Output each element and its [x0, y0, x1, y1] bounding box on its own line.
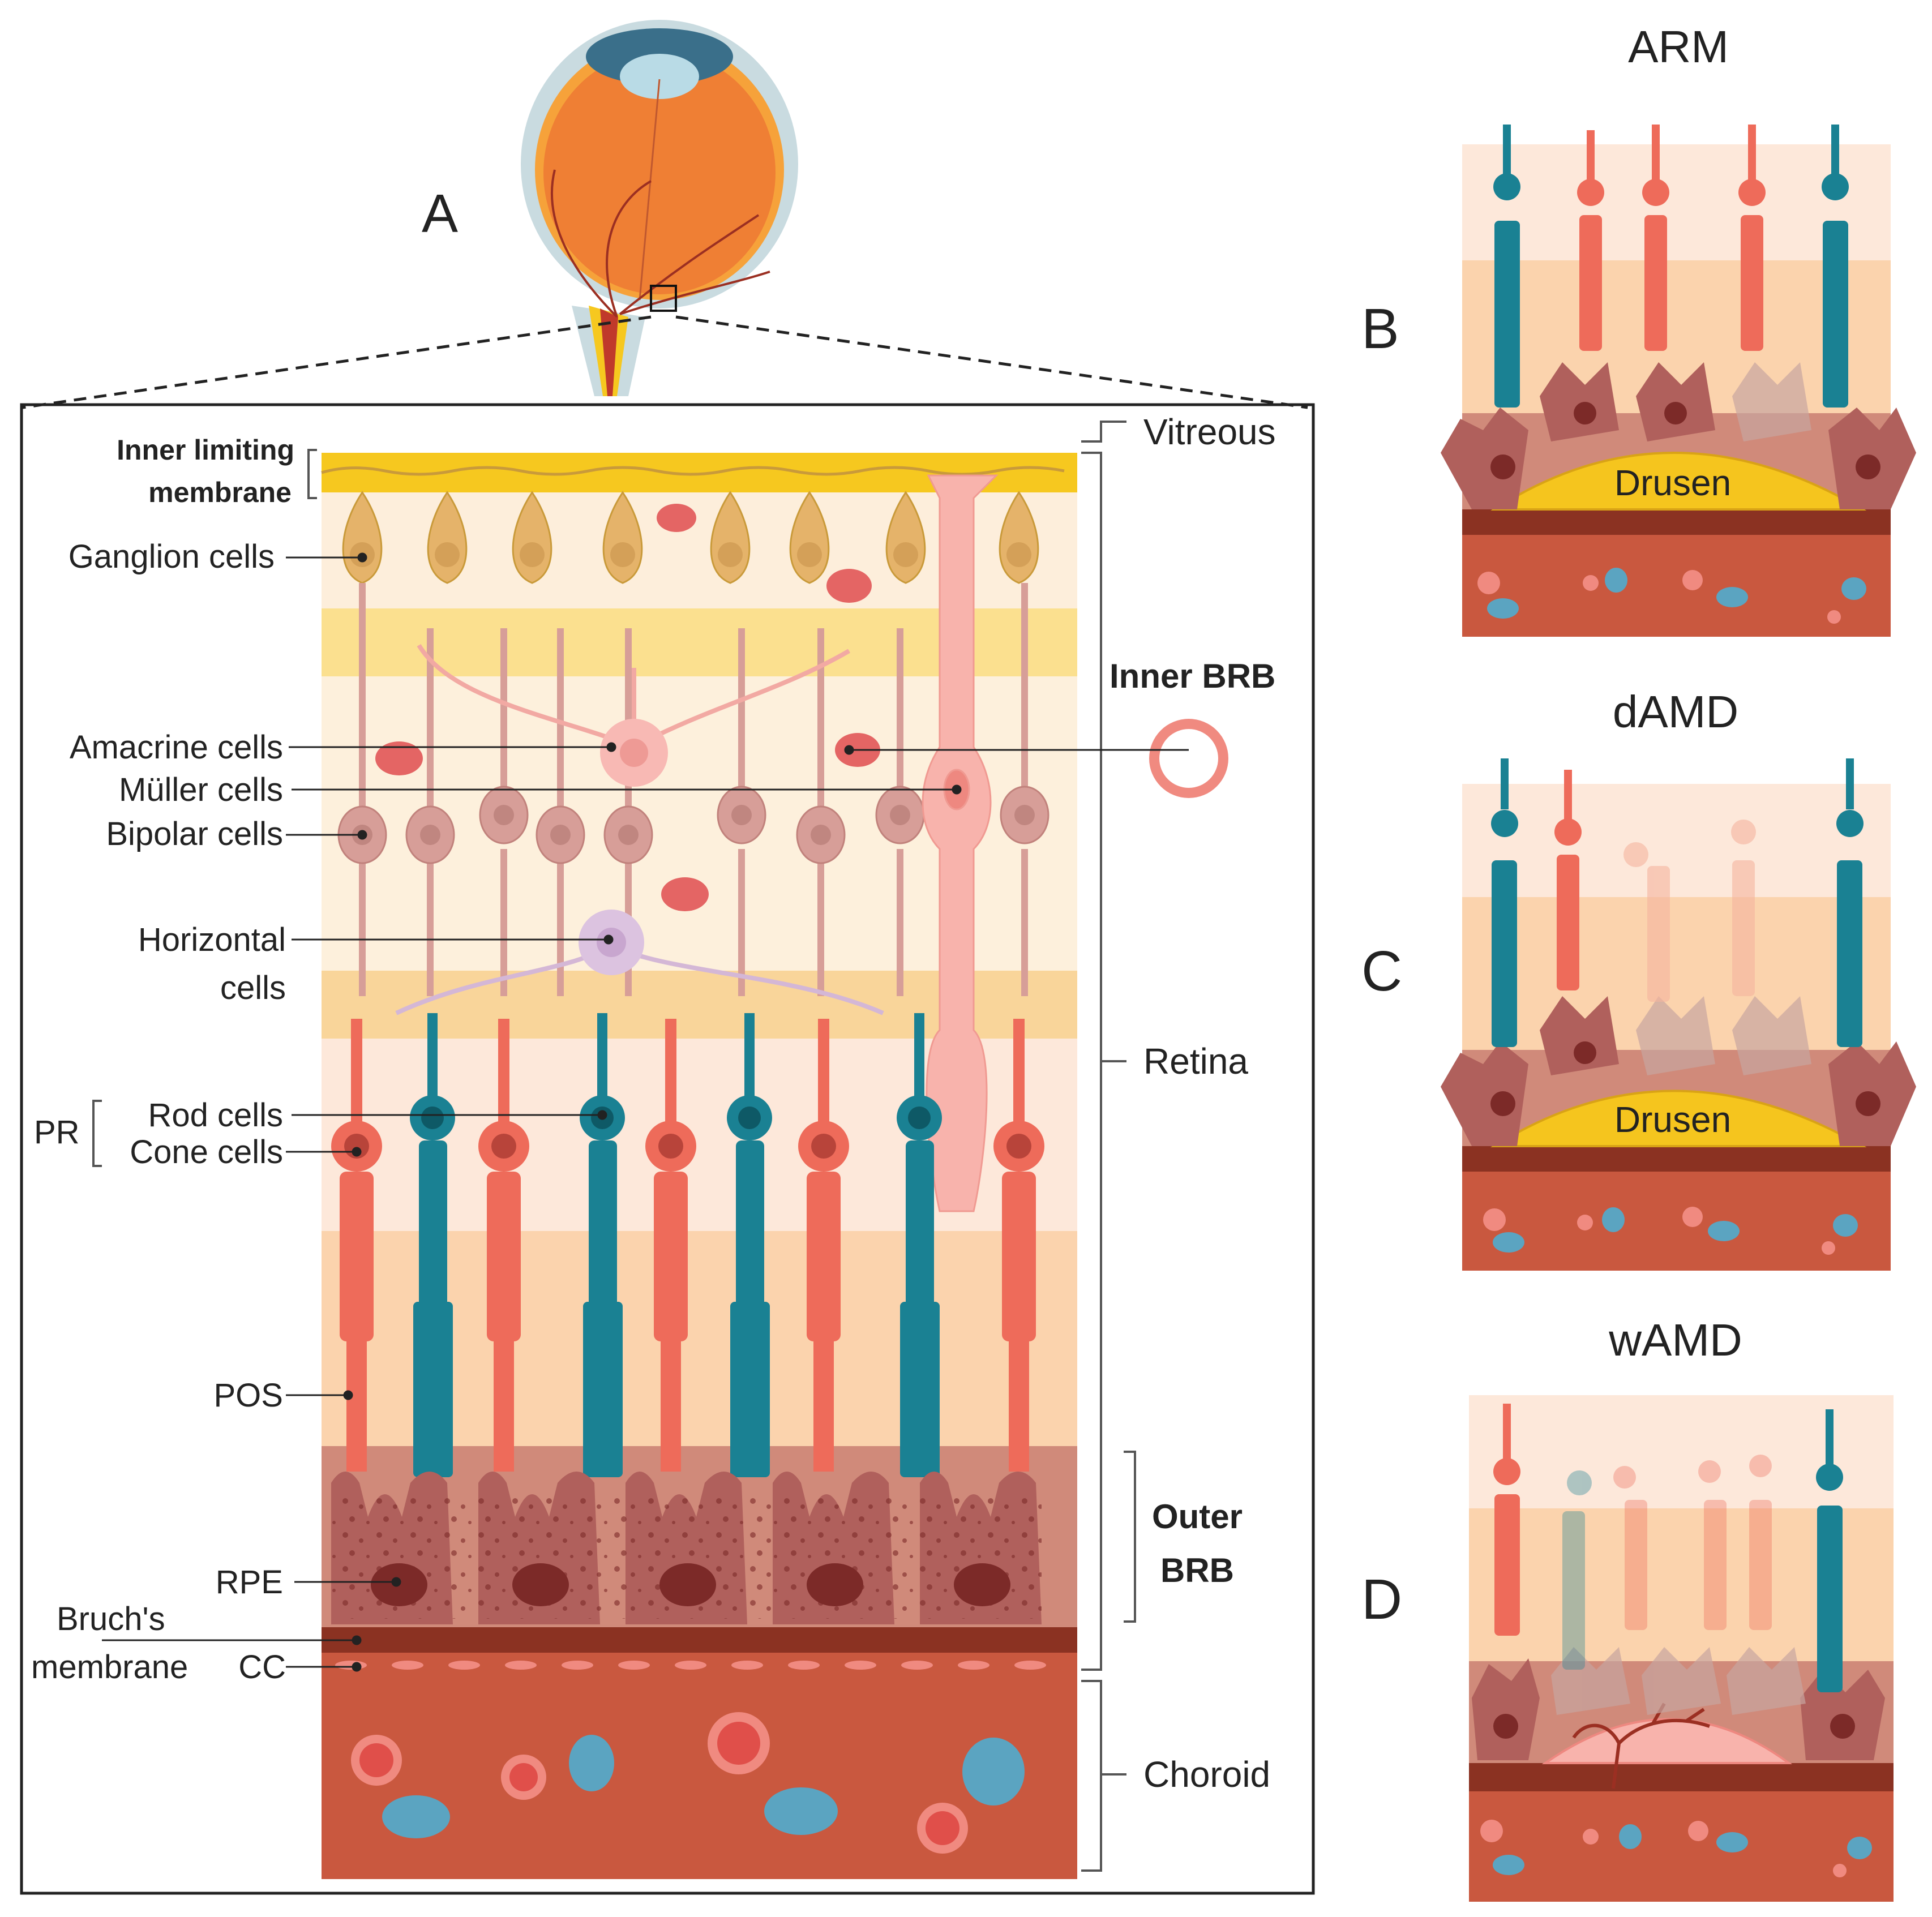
label-amacrine-cells: Amacrine cells — [70, 729, 283, 766]
label-retina: Retina — [1143, 1041, 1248, 1082]
rod-cells — [410, 1013, 942, 1477]
zoom-region-box — [650, 285, 677, 312]
panel-c-drusen — [1490, 1090, 1867, 1147]
label-rod-cells: Rod cells — [148, 1097, 283, 1134]
choroid-blood-cells — [351, 1712, 1025, 1854]
eyeball-illustration — [521, 20, 798, 396]
panel-c-title: dAMD — [1613, 687, 1738, 737]
panel-c-damd: dAMD C Drusen — [1361, 687, 1916, 1271]
label-outer-brb-1: Outer — [1152, 1498, 1243, 1536]
label-pos: POS — [214, 1377, 284, 1414]
label-horizontal-cells-2: cells — [220, 970, 286, 1006]
label-ganglion-cells: Ganglion cells — [68, 538, 275, 575]
inner-brb-vessel — [1149, 719, 1228, 798]
cone-cells — [331, 1019, 1044, 1472]
label-choroid: Choroid — [1143, 1754, 1270, 1795]
panel-letter-a: A — [422, 183, 458, 244]
panel-a-frame — [20, 403, 1315, 1895]
label-vitreous: Vitreous — [1143, 411, 1276, 452]
amacrine-cell — [417, 644, 851, 787]
label-cc: CC — [238, 1649, 286, 1686]
label-pr: PR — [34, 1114, 80, 1151]
label-inner-brb: Inner BRB — [1109, 657, 1275, 695]
panel-letter-d: D — [1361, 1568, 1402, 1631]
label-bipolar-cells: Bipolar cells — [106, 816, 283, 852]
panel-b-title: ARM — [1628, 22, 1729, 72]
bruchs-membrane-layer — [322, 1627, 1077, 1653]
leader-lines — [102, 552, 1189, 1672]
label-inner-limiting-membrane-1: Inner limiting — [117, 434, 294, 466]
panel-b-drusen-label: Drusen — [1614, 462, 1731, 503]
label-inner-limiting-membrane-2: membrane — [148, 477, 292, 508]
label-rpe: RPE — [216, 1564, 283, 1601]
label-muller-cells: Müller cells — [119, 771, 283, 808]
right-brackets — [92, 421, 1136, 1872]
panel-letter-b: B — [1361, 297, 1399, 361]
panel-c-drusen-label: Drusen — [1614, 1099, 1731, 1140]
label-bruchs-membrane-2: membrane — [31, 1649, 188, 1686]
panel-b-drusen — [1490, 452, 1867, 511]
panel-d-title: wAMD — [1608, 1315, 1742, 1365]
panel-letter-c: C — [1361, 940, 1402, 1003]
panel-d-wamd: wAMD D — [1361, 1315, 1894, 1902]
panel-b-arm: ARM B Drusen — [1361, 22, 1916, 637]
muller-cell — [922, 474, 999, 1212]
label-cone-cells: Cone cells — [130, 1134, 283, 1170]
rpe-cells — [331, 1472, 1042, 1624]
label-horizontal-cells-1: Horizontal — [138, 921, 286, 958]
label-bruchs-membrane-1: Bruch's — [57, 1601, 165, 1637]
label-outer-brb-2: BRB — [1160, 1551, 1234, 1589]
